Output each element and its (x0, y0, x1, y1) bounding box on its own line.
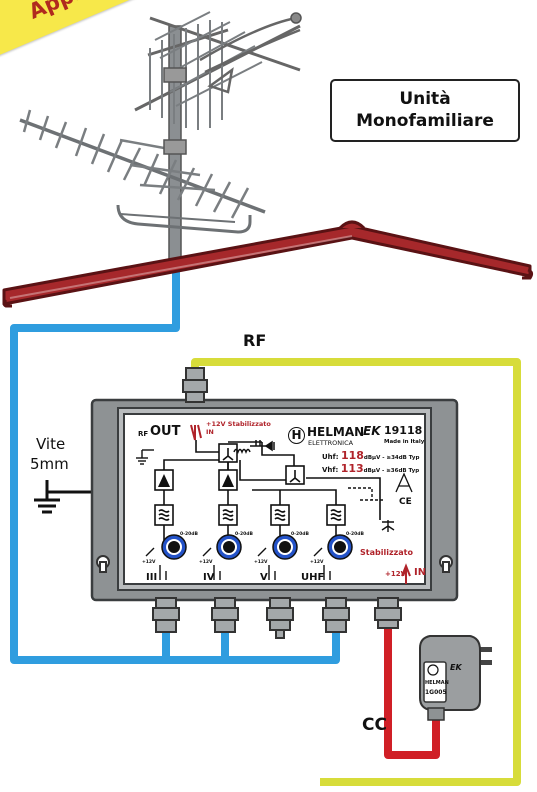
input-connectors (152, 597, 402, 639)
amplifier-device (90, 367, 459, 639)
channel-label-v: V (260, 572, 268, 583)
plug-icon (419, 635, 492, 721)
brand-ek: EK (363, 424, 381, 438)
power-in-voltage: +12V (385, 570, 407, 578)
spec-vhf: Vhf: 113dBμV - ≥36dB Typ (322, 462, 419, 475)
model-number: 19118 (384, 424, 423, 437)
spec-uhf-value: 118 (340, 449, 364, 462)
input-note-line1: +12V Stabilizzato (206, 420, 271, 428)
screw-label-line2: 5mm (30, 455, 69, 473)
supply-label: +12V (310, 560, 324, 565)
supply-label: +12V (254, 560, 268, 565)
channel-label-iv: IV (203, 572, 215, 583)
adapter-brand: HELMAN (425, 680, 449, 686)
spec-uhf-suffix: dBμV - ≥34dB Typ (363, 455, 420, 461)
supply-label: +12V (199, 560, 213, 565)
gain-label: 0-20dB (346, 532, 364, 537)
rf-prefix: RF (138, 430, 149, 438)
rf-label: RF (243, 331, 267, 350)
helman-logo-icon: H (288, 427, 305, 444)
rf-out-label: OUT (150, 424, 181, 439)
spec-vhf-prefix: Vhf: (322, 466, 339, 474)
supply-label: +12V (142, 560, 156, 565)
roof (2, 220, 534, 308)
power-in-label: IN (414, 567, 427, 578)
brand-sub: ELETTRONICA (308, 439, 354, 447)
knob-icon (161, 534, 353, 560)
red-power-cable (384, 625, 440, 759)
installation-line1: Unità (399, 89, 451, 110)
adapter-model: 1G005 (425, 689, 447, 696)
antenna-icon (19, 11, 302, 267)
installation-type-label: Unità Monofamiliare (330, 79, 520, 142)
spec-uhf: Uhf: 118dBμV - ≥34dB Typ (322, 449, 419, 462)
spec-vhf-value: 113 (340, 462, 364, 475)
gain-label: 0-20dB (291, 532, 309, 537)
channel-label-iii: III (146, 572, 158, 583)
made-in-italy: Made in Italy (384, 439, 425, 445)
spec-uhf-prefix: Uhf: (322, 453, 339, 461)
screw-label-line1: Vite (36, 435, 66, 453)
filter-icon (154, 504, 346, 526)
brand-name: HELMAN (307, 425, 365, 439)
channel-label-uhf: UHF (301, 572, 325, 583)
installation-line2: Monofamiliare (356, 110, 494, 131)
blue-input-cable (10, 264, 340, 664)
gain-label: 0-20dB (180, 532, 198, 537)
ce-mark: CE (399, 497, 412, 507)
input-note-line2: IN (206, 428, 214, 436)
rf-out-connector (182, 367, 208, 403)
stabilized-label: Stabilizzato (360, 548, 413, 557)
spec-vhf-suffix: dBμV - ≥36dB Typ (363, 468, 420, 474)
splitter-icon (218, 443, 305, 485)
mounting-hole-icon (96, 555, 453, 573)
amplifier-icon (154, 469, 238, 491)
adapter-brand-ek: EK (450, 663, 462, 672)
cc-label: CC (362, 715, 387, 735)
gain-label: 0-20dB (235, 532, 253, 537)
